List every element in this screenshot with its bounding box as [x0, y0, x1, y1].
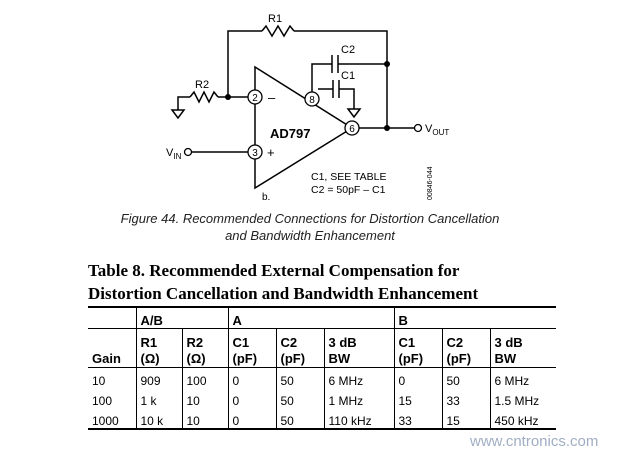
table-title-line-2: Distortion Cancellation and Bandwidth En… — [88, 284, 479, 303]
figure-caption-line-2: and Bandwidth Enhancement — [225, 228, 395, 243]
figure-code: 00846-044 — [427, 166, 434, 200]
cell-b-c1: 0 — [393, 367, 442, 388]
cell-r2: 10 — [181, 408, 228, 430]
compensation-table: A/B A B Gain R1(Ω) R2(Ω) C1(pF) C2(pF) 3… — [88, 306, 556, 430]
cell-a-bw: 110 kHz — [323, 408, 394, 430]
note-line-1: C1, SEE TABLE — [311, 171, 386, 183]
cell-r1: 10 k — [135, 408, 182, 430]
table-row: 100 1 k 10 0 50 1 MHz 15 33 1.5 MHz — [88, 388, 556, 408]
pin-6-label: 6 — [349, 124, 355, 135]
r2-label: R2 — [195, 79, 209, 91]
r1-label: R1 — [268, 13, 282, 25]
group-header-row: A/B A B — [88, 306, 556, 329]
cell-b-c1: 33 — [393, 408, 442, 430]
col-header-gain: Gain — [88, 328, 136, 368]
cell-r2: 10 — [181, 388, 228, 408]
cell-a-c2: 50 — [275, 367, 324, 388]
cell-b-c2: 50 — [441, 367, 490, 388]
r1-resistor — [261, 24, 295, 38]
cell-b-bw: 6 MHz — [489, 367, 556, 388]
vout-label: VOUT — [425, 123, 449, 137]
pin-3-circle — [247, 144, 263, 160]
cell-r1: 909 — [135, 367, 182, 388]
group-header-ab: A/B — [135, 306, 228, 329]
col-header-r1: R1(Ω) — [135, 328, 182, 368]
cell-r1: 1 k — [135, 388, 182, 408]
table-row: 10 909 100 0 50 6 MHz 0 50 6 MHz — [88, 367, 556, 388]
col-header-a-c2: C2(pF) — [275, 328, 324, 368]
group-header-b: B — [393, 306, 556, 329]
pin-2-circle — [247, 89, 263, 105]
col-header-b-c2: C2(pF) — [441, 328, 490, 368]
pin-8-label: 8 — [309, 95, 315, 106]
cell-b-c1: 15 — [393, 388, 442, 408]
op-amp-triangle — [254, 65, 354, 190]
ground-icon — [346, 108, 362, 119]
note-line-2: C2 = 50pF – C1 — [311, 184, 386, 196]
node-dot — [225, 94, 231, 100]
col-header-a-c1: C1(pF) — [227, 328, 276, 368]
inverting-sign: – — [268, 90, 276, 105]
noninverting-sign: + — [267, 145, 275, 160]
cell-a-bw: 1 MHz — [323, 388, 394, 408]
cell-a-bw: 6 MHz — [323, 367, 394, 388]
vout-terminal — [413, 123, 423, 133]
cell-b-c2: 15 — [441, 408, 490, 430]
op-amp-schematic: 2 3 8 6 R1 R2 C2 C1 AD797 – + VIN VOUT C… — [166, 13, 449, 203]
ground-icon — [170, 109, 186, 120]
c1-label: C1 — [341, 70, 355, 82]
cell-b-bw: 450 kHz — [489, 408, 556, 430]
table-title: Table 8. Recommended External Compensati… — [88, 259, 478, 305]
cell-a-c2: 50 — [275, 388, 324, 408]
cell-b-c2: 33 — [441, 388, 490, 408]
col-header-b-c1: C1(pF) — [393, 328, 442, 368]
cell-r2: 100 — [181, 367, 228, 388]
cell-b-bw: 1.5 MHz — [489, 388, 556, 408]
col-header-r2: R2(Ω) — [181, 328, 228, 368]
cell-a-c1: 0 — [227, 388, 276, 408]
cell-gain: 100 — [92, 394, 113, 408]
node-dot — [384, 125, 390, 131]
cell-a-c1: 0 — [227, 408, 276, 430]
c2-label: C2 — [341, 44, 355, 56]
figure-caption-line-1: Figure 44. Recommended Connections for D… — [120, 211, 500, 226]
panel-label: b. — [262, 192, 270, 203]
pin-2-label: 2 — [252, 93, 258, 104]
part-number: AD797 — [270, 126, 310, 141]
cell-gain: 10 — [92, 374, 106, 388]
pin-6-circle — [344, 120, 360, 136]
r2-resistor — [189, 90, 219, 104]
group-header-a: A — [227, 306, 394, 329]
cell-a-c2: 50 — [275, 408, 324, 430]
pin-8-circle — [304, 91, 320, 107]
pin-3-label: 3 — [252, 148, 258, 159]
cell-gain: 1000 — [88, 408, 136, 430]
group-header-empty — [88, 306, 136, 329]
vin-label: VIN — [166, 147, 182, 161]
table-row: 1000 10 k 10 0 50 110 kHz 33 15 450 kHz — [88, 408, 556, 430]
cell-a-c1: 0 — [227, 367, 276, 388]
node-dot — [384, 61, 390, 67]
vin-terminal — [183, 147, 193, 157]
site-watermark: www.cntronics.com — [470, 433, 599, 450]
table-title-line-1: Table 8. Recommended External Compensati… — [88, 261, 460, 280]
